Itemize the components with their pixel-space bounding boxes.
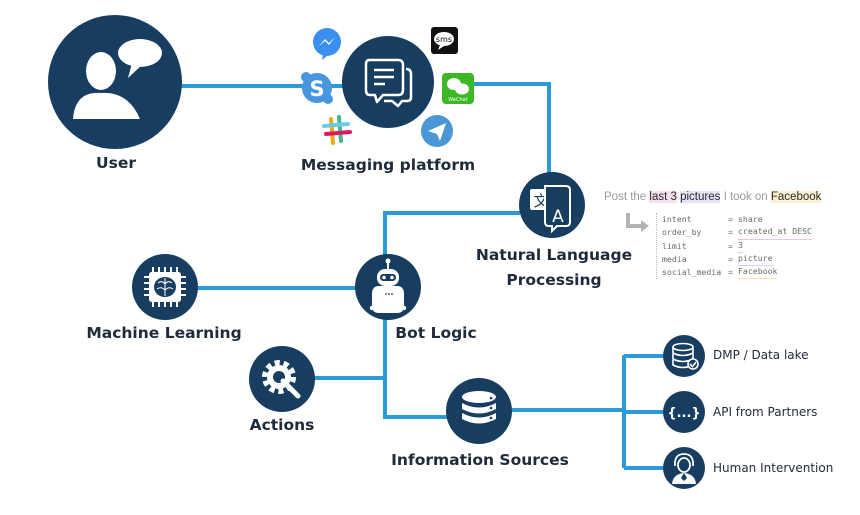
translate-icon: 文 A bbox=[530, 185, 571, 234]
wechat-icon-text: WeChat bbox=[448, 97, 467, 103]
connector-messaging-nlp bbox=[470, 82, 551, 178]
sentence-highlight-media: pictures bbox=[680, 191, 721, 203]
bot-logic-label: Bot Logic bbox=[395, 324, 477, 342]
field-value: created_at DESC bbox=[738, 226, 812, 240]
field-value: share bbox=[738, 214, 763, 224]
nlp-parsed-fields: intent = share order_by = created_at DESC li… bbox=[656, 213, 812, 280]
dmp-label: DMP / Data lake bbox=[713, 348, 809, 362]
info-sources-node bbox=[446, 378, 512, 444]
connector-botlogic-down bbox=[383, 318, 447, 419]
nlp-field-row: social_media = Facebook bbox=[662, 266, 812, 280]
skype-icon[interactable]: S bbox=[301, 72, 333, 104]
api-label: API from Partners bbox=[713, 405, 818, 419]
field-key: social_media bbox=[662, 267, 722, 278]
field-key: intent bbox=[662, 214, 692, 224]
telegram-icon[interactable] bbox=[421, 115, 453, 147]
wechat-icon[interactable]: WeChat bbox=[442, 73, 474, 104]
field-key: limit bbox=[662, 240, 687, 251]
nlp-field-row: media = picture bbox=[662, 253, 812, 267]
robot-icon bbox=[369, 258, 407, 313]
nlp-example-sentence: Post the last 3 pictures I took on Faceb… bbox=[604, 191, 822, 203]
nlp-arrow-icon bbox=[626, 213, 643, 228]
chat-bubbles-icon bbox=[364, 58, 413, 108]
user-label: User bbox=[96, 154, 136, 172]
api-node: {...} bbox=[663, 391, 705, 433]
field-value: Facebook bbox=[738, 266, 778, 280]
database-icon bbox=[462, 391, 496, 424]
nlp-field-row: intent = share bbox=[662, 213, 812, 226]
sms-icon-text: sms bbox=[436, 35, 452, 44]
nlp-field-row: limit = 3 bbox=[662, 240, 812, 253]
nlp-label-line2: Processing bbox=[506, 271, 602, 289]
user-speech-bubble-icon bbox=[73, 39, 162, 119]
brain-chip-icon bbox=[144, 267, 186, 307]
sentence-highlight-platform: Facebook bbox=[770, 191, 822, 203]
field-eq: = bbox=[728, 253, 733, 264]
field-eq: = bbox=[728, 267, 733, 278]
bot-logic-node bbox=[355, 254, 421, 320]
field-key: order_by bbox=[662, 227, 702, 238]
gear-wrench-icon bbox=[262, 360, 301, 399]
connectors bbox=[180, 82, 664, 470]
nlp-node: 文 A bbox=[519, 172, 585, 238]
slack-icon[interactable] bbox=[322, 115, 352, 145]
connector-nlp-botlogic bbox=[383, 211, 520, 258]
nlp-field-row: order_by = created_at DESC bbox=[662, 226, 812, 240]
sms-icon[interactable]: sms bbox=[431, 27, 458, 54]
field-eq: = bbox=[728, 240, 733, 251]
field-eq: = bbox=[728, 227, 733, 238]
curly-braces-icon: {...} bbox=[667, 406, 700, 421]
sentence-text: I took on bbox=[720, 191, 771, 203]
messaging-platform-label: Messaging platform bbox=[300, 156, 476, 174]
database-check-icon bbox=[672, 342, 699, 370]
field-key: media bbox=[662, 253, 687, 264]
actions-node bbox=[249, 346, 315, 412]
headset-agent-icon bbox=[672, 453, 696, 484]
sentence-text: Post the bbox=[604, 191, 650, 203]
field-eq: = bbox=[728, 214, 733, 224]
svg-text:A: A bbox=[552, 207, 564, 227]
skype-icon-text: S bbox=[309, 77, 324, 101]
sentence-highlight-quantity: last 3 bbox=[649, 191, 677, 203]
field-value: 3 bbox=[738, 240, 743, 253]
human-intervention-label: Human Intervention bbox=[713, 461, 834, 475]
machine-learning-node bbox=[132, 254, 198, 320]
user-node bbox=[48, 15, 182, 149]
field-value: picture bbox=[738, 253, 773, 267]
human-node bbox=[663, 447, 705, 489]
messenger-icon[interactable] bbox=[313, 28, 341, 60]
dmp-node bbox=[663, 335, 705, 377]
machine-learning-label: Machine Learning bbox=[86, 324, 242, 342]
actions-label: Actions bbox=[249, 416, 315, 434]
nlp-label-line1: Natural Language bbox=[475, 246, 633, 264]
info-sources-label: Information Sources bbox=[391, 451, 569, 469]
messaging-node bbox=[342, 36, 434, 128]
